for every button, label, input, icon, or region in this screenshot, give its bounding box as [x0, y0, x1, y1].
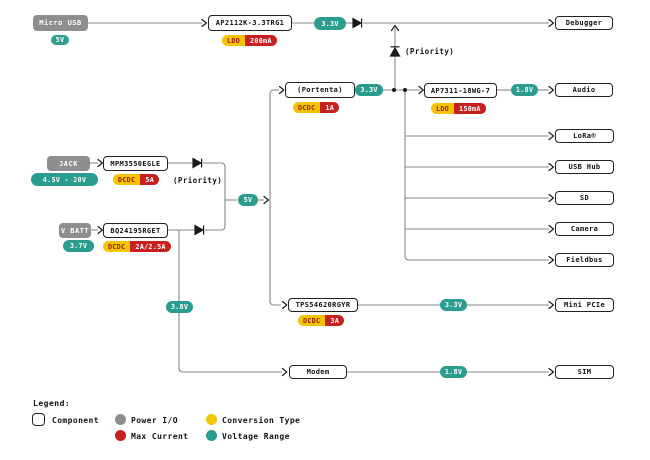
max-current-dot-icon: [115, 430, 126, 441]
voltage-badge-ap7311-out: 1.8V: [511, 84, 538, 96]
component-swatch-icon: [32, 413, 45, 426]
max-current-pill-tps54620: 3A: [325, 315, 345, 326]
wire-lines: [88, 22, 549, 373]
component-audio: Audio: [555, 83, 613, 97]
component-debugger: Debugger: [555, 16, 613, 30]
legend-label-max-current: Max Current: [131, 432, 189, 441]
pills-ap2112k: LDO 200mA: [222, 35, 277, 46]
component-tps54620: TPS54620RGYR: [288, 298, 358, 312]
priority-note-mid: (Priority): [173, 176, 223, 185]
voltage-badge-micro-usb: 5V: [51, 35, 69, 45]
conversion-pill-bq24195: DCDC: [103, 241, 131, 252]
component-sim: SIM: [555, 365, 614, 379]
voltage-badge-jack: 4.5V - 20V: [31, 173, 98, 186]
voltage-badge-tps54620-out: 3.3V: [440, 299, 467, 311]
legend-label-voltage-range: Voltage Range: [222, 432, 290, 441]
max-current-pill-ap2112k: 200mA: [245, 35, 277, 46]
voltage-badge-ap2112k-out: 3.3V: [314, 17, 346, 30]
component-ap7311: AP7311-18WG-7: [424, 83, 497, 98]
power-io-micro-usb: Micro USB: [33, 15, 88, 31]
max-current-pill-bq24195: 2A/2.5A: [130, 241, 171, 252]
pills-mpm3550: DCDC 5A: [113, 174, 160, 185]
junction-dots: [392, 88, 407, 92]
power-io-jack: JACK: [47, 156, 90, 171]
max-current-pill-mpm3550: 5A: [140, 174, 160, 185]
pills-portenta: DCDC 1A: [293, 102, 340, 113]
component-usb-hub: USB Hub: [555, 160, 614, 174]
max-current-pill-portenta: 1A: [320, 102, 340, 113]
voltage-badge-v-batt: 3.7V: [63, 240, 94, 252]
legend-label-conversion-type: Conversion Type: [222, 416, 301, 425]
pills-tps54620: DCDC 3A: [298, 315, 345, 326]
conversion-type-dot-icon: [206, 414, 217, 425]
legend-label-component: Component: [52, 416, 99, 425]
pills-bq24195: DCDC 2A/2.5A: [103, 241, 171, 252]
voltage-badge-portenta-out: 3.3V: [355, 84, 383, 96]
component-modem: Modem: [289, 365, 347, 379]
legend-title: Legend:: [33, 399, 71, 408]
pills-ap7311: LDO 150mA: [431, 103, 486, 114]
conversion-pill-tps54620: DCDC: [298, 315, 326, 326]
max-current-pill-ap7311: 150mA: [454, 103, 486, 114]
legend-label-power-io: Power I/O: [131, 416, 178, 425]
diode-icons: [192, 17, 401, 236]
component-fieldbus: Fieldbus: [555, 253, 614, 267]
conversion-pill-ap7311: LDO: [431, 103, 455, 114]
component-mini-pcie: Mini PCIe: [555, 298, 614, 312]
power-io-dot-icon: [115, 414, 126, 425]
component-portenta: (Portenta): [285, 82, 355, 98]
voltage-badge-rail-3v8: 3.8V: [166, 301, 193, 313]
voltage-badge-modem-out: 1.8V: [440, 366, 467, 378]
priority-note-top: (Priority): [405, 47, 455, 56]
conversion-pill-mpm3550: DCDC: [113, 174, 141, 185]
conversion-pill-portenta: DCDC: [293, 102, 321, 113]
voltage-badge-rail-5v: 5V: [238, 194, 258, 206]
component-lora: LoRa®: [555, 129, 614, 143]
component-mpm3550: MPM3550EGLE: [103, 156, 168, 171]
component-camera: Camera: [555, 222, 614, 236]
arrowhead-icons: [97, 18, 555, 377]
component-sd: SD: [555, 191, 614, 205]
conversion-pill-ap2112k: LDO: [222, 35, 246, 46]
component-bq24195: BQ24195RGET: [103, 223, 168, 238]
component-ap2112k: AP2112K-3.3TRG1: [208, 15, 292, 31]
voltage-range-dot-icon: [206, 430, 217, 441]
power-io-v-batt: V BATT: [59, 223, 91, 238]
